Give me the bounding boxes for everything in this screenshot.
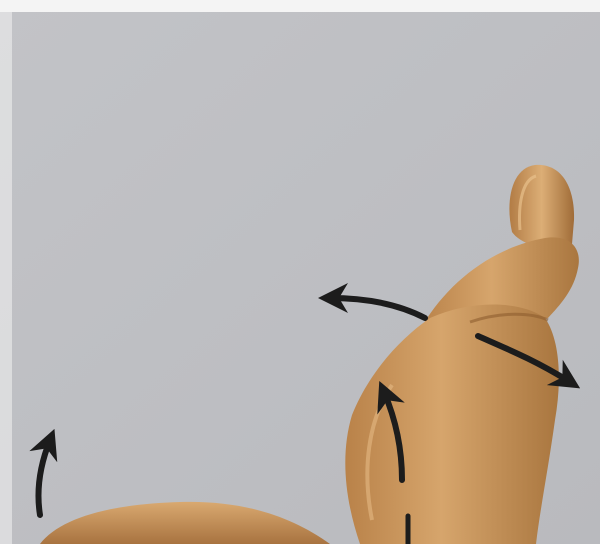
left-edge	[0, 12, 12, 544]
top-border	[0, 0, 600, 12]
